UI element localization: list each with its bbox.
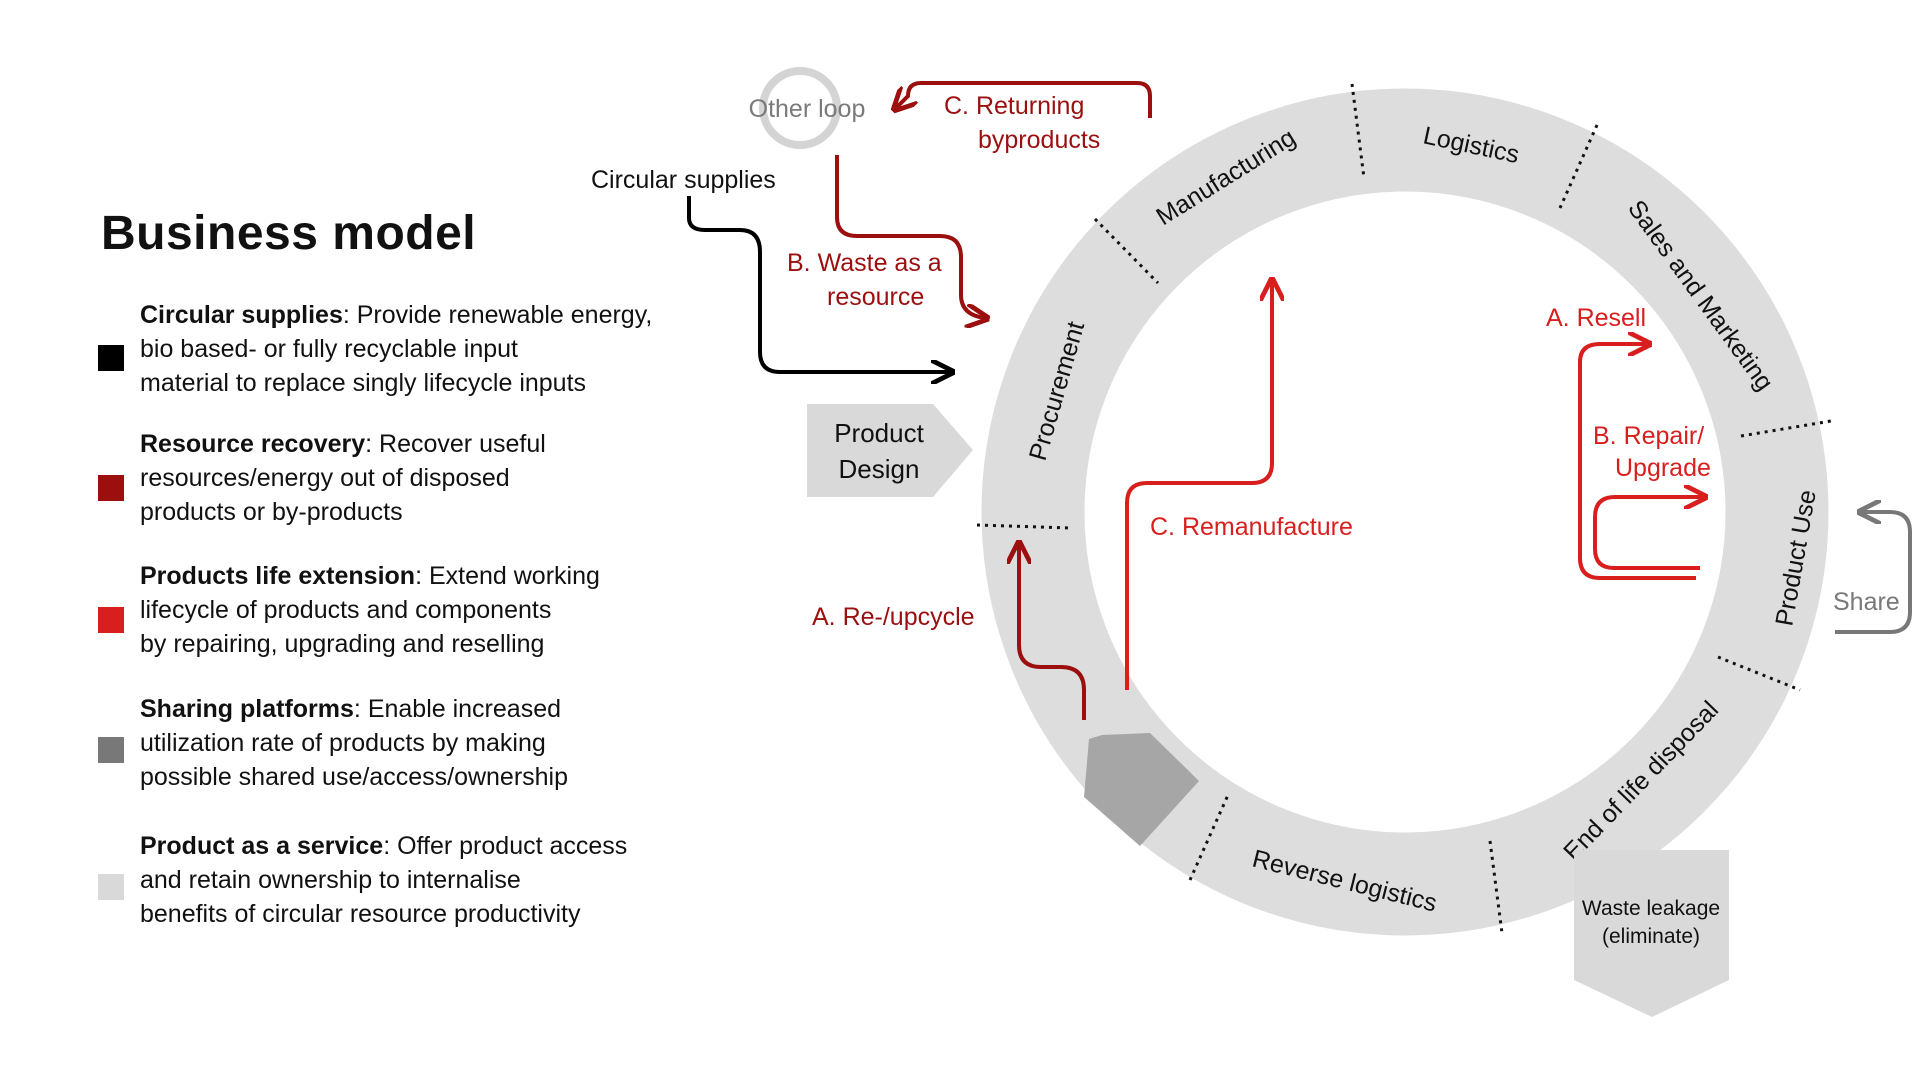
legend-item-product-as-a-service: Product as a service: Offer product acce… (140, 829, 700, 931)
repair-label-2: Upgrade (1615, 454, 1711, 482)
sharing-platform-block (1084, 733, 1199, 846)
legend-desc: : Provide renewable energy, (342, 301, 653, 329)
legend-desc: possible shared use/access/ownership (140, 763, 569, 791)
remanufacture-arrow (1125, 282, 1272, 690)
waste-resource-label-2: resource (827, 283, 924, 311)
repair-label-1: B. Repair/ (1593, 422, 1704, 450)
legend-desc: bio based- or fully recyclable input (140, 335, 518, 363)
waste-leakage-label-1: Waste leakage (1582, 897, 1720, 920)
returning-label-1: C. Returning (944, 92, 1084, 120)
legend-item-circular-supplies: Circular supplies: Provide renewable ene… (140, 298, 700, 400)
legend-desc: material to replace singly lifecycle inp… (140, 369, 587, 397)
legend-item-resource-recovery: Resource recovery: Recover useful resour… (140, 427, 700, 529)
reupcycle-arrow (1019, 545, 1086, 720)
page-title: Business model (101, 207, 477, 260)
legend-term: Sharing platforms (140, 695, 354, 723)
share-arrow (1835, 512, 1912, 634)
legend-desc: and retain ownership to internalise (140, 866, 521, 894)
circular-supplies-arrow (687, 196, 950, 372)
ring-separators (976, 83, 1832, 934)
legend-swatch-products-life-extension (98, 607, 124, 633)
value-chain-ring (981, 88, 1829, 936)
other-loop-label: Other loop (749, 95, 866, 123)
legend-swatch-circular-supplies (98, 345, 124, 371)
waste-leakage-arrow (1574, 850, 1729, 1017)
legend-desc: products or by-products (140, 498, 403, 526)
waste-resource-arrow (835, 155, 985, 318)
resell-label: A. Resell (1546, 304, 1646, 332)
remanufacture-label: C. Remanufacture (1150, 513, 1353, 541)
product-design-label-2: Design (839, 454, 920, 484)
legend-item-products-life-extension: Products life extension: Extend working … (140, 559, 700, 661)
legend-desc: : Extend working (415, 562, 600, 590)
repair-arrow (1593, 497, 1703, 570)
product-design-arrow (807, 404, 973, 497)
resell-arrow (1578, 344, 1696, 580)
circular-supplies-label: Circular supplies (591, 166, 776, 194)
reupcycle-label: A. Re-/upcycle (812, 603, 975, 631)
legend-item-sharing-platforms: Sharing platforms: Enable increased util… (140, 692, 700, 794)
legend-swatch-resource-recovery (98, 475, 124, 501)
legend-desc: : Offer product access (383, 832, 628, 860)
legend-desc: : Enable increased (353, 695, 562, 723)
other-loop-circle (759, 67, 841, 149)
legend-desc: utilization rate of products by making (140, 729, 546, 757)
legend-desc: lifecycle of products and components (140, 596, 552, 624)
product-design-label-1: Product (834, 418, 924, 448)
legend-desc: by repairing, upgrading and reselling (140, 630, 545, 658)
legend-term: Resource recovery (140, 430, 366, 458)
legend-desc: : Recover useful (365, 430, 546, 458)
share-label: Share (1833, 588, 1900, 616)
legend-term: Circular supplies (140, 301, 343, 329)
legend-desc: resources/energy out of disposed (140, 464, 510, 492)
waste-resource-label-1: B. Waste as a (787, 249, 942, 277)
legend-swatch-product-as-a-service (98, 874, 124, 900)
waste-leakage-label-2: (eliminate) (1602, 925, 1700, 948)
legend-swatch-sharing-platforms (98, 737, 124, 763)
legend-term: Products life extension (140, 562, 416, 590)
returning-byproducts-arrow (896, 81, 1152, 118)
legend-term: Product as a service (140, 832, 384, 860)
legend-desc: benefits of circular resource productivi… (140, 900, 581, 928)
returning-label-2: byproducts (978, 126, 1100, 154)
